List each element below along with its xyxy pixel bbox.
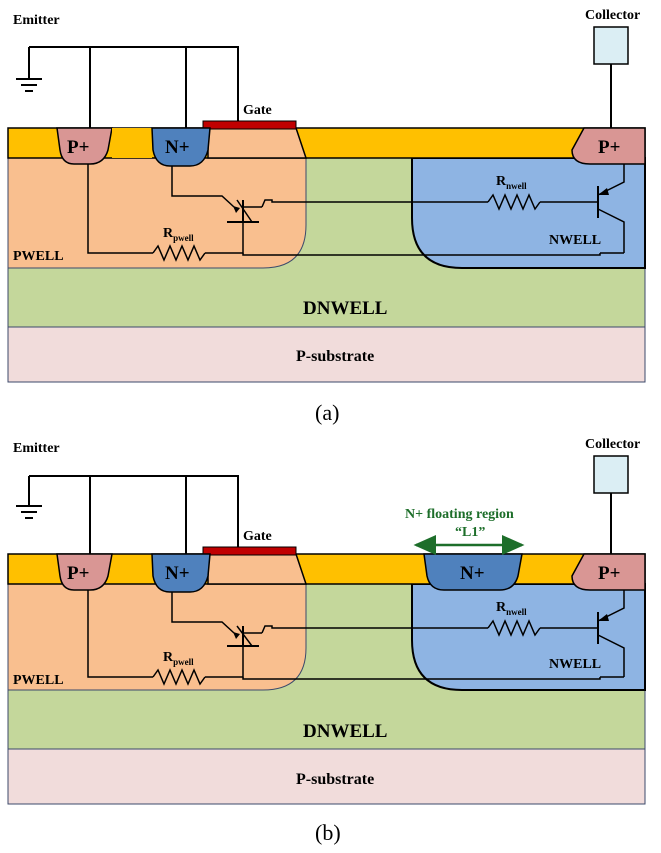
pnp-transistor-icon xyxy=(597,590,625,677)
emitter-wire xyxy=(29,475,239,547)
rnwell-label: Rnwell xyxy=(496,600,527,617)
psub-label: P-substrate xyxy=(296,771,374,788)
resistor-icon xyxy=(487,193,541,211)
ground-icon xyxy=(16,78,42,92)
p-substrate-region xyxy=(7,748,646,805)
floating-region-label: N+ floating region xyxy=(405,507,514,522)
pplus-left-region xyxy=(56,127,113,165)
pplus-left-label: P+ xyxy=(67,137,89,158)
caption-b: (b) xyxy=(315,820,341,845)
oxide-layer xyxy=(7,553,646,585)
rnwell-label: Rnwell xyxy=(496,174,527,191)
pplus-right-label: P+ xyxy=(598,563,620,584)
nplus-floating-region xyxy=(423,553,523,591)
npn-transistor-icon xyxy=(227,199,262,223)
pwell-contact-wire xyxy=(87,590,153,678)
npn-emitter-wire xyxy=(171,166,235,208)
pplus-right-label: P+ xyxy=(598,137,620,158)
resistor-icon xyxy=(487,619,541,637)
gate-label: Gate xyxy=(243,529,272,544)
nplus-region xyxy=(151,553,211,593)
nplus-label: N+ xyxy=(165,137,190,158)
nplus-label: N+ xyxy=(165,563,190,584)
pwell-label: PWELL xyxy=(13,249,64,264)
gate-oxide-region xyxy=(207,553,308,585)
nplus-floating-label: N+ xyxy=(460,563,485,584)
dnwell-label: DNWELL xyxy=(303,298,387,319)
gate-oxide-region xyxy=(207,127,308,159)
resistor-icon xyxy=(152,668,206,686)
nwell-label: NWELL xyxy=(549,657,601,672)
pwell-label: PWELL xyxy=(13,673,64,688)
nwell-region xyxy=(411,583,646,691)
rpwell-label: Rpwell xyxy=(163,226,194,243)
nwell-region xyxy=(411,157,646,269)
nwell-label: NWELL xyxy=(549,233,601,248)
diagram-b: Emitter Collector Gate P+ N+ N+ P+ N+ fl… xyxy=(7,437,646,845)
gate-electrode xyxy=(202,546,297,556)
ground-icon xyxy=(16,505,42,519)
caption-a: (a) xyxy=(315,400,339,425)
pnp-collector-wire xyxy=(242,677,601,680)
emitter-label: Emitter xyxy=(13,441,60,456)
pwell-contact-wire xyxy=(87,164,153,254)
collector-label: Collector xyxy=(585,437,640,452)
npn-collector-wire xyxy=(261,199,488,208)
pwell-region xyxy=(7,157,307,269)
emitter-label: Emitter xyxy=(13,13,60,28)
gate-electrode xyxy=(202,120,297,130)
psub-label: P-substrate xyxy=(296,348,374,365)
npn-emitter-wire xyxy=(171,592,235,634)
pplus-right-region xyxy=(571,553,646,591)
resistor-icon xyxy=(152,244,206,262)
collector-box xyxy=(593,26,629,65)
floating-region-name: “L1” xyxy=(455,525,485,540)
dnwell-label: DNWELL xyxy=(303,721,387,742)
pnp-transistor-icon xyxy=(597,164,625,253)
p-substrate-region xyxy=(7,326,646,383)
diagram-a: Emitter Collector Gate P+ N+ P+ PWELL NW… xyxy=(7,8,646,425)
pplus-left-label: P+ xyxy=(67,563,89,584)
pnp-collector-wire xyxy=(242,253,601,256)
gate-label: Gate xyxy=(243,103,272,118)
npn-transistor-icon xyxy=(227,625,262,647)
collector-label: Collector xyxy=(585,8,640,23)
emitter-wire xyxy=(29,46,239,121)
npn-collector-wire xyxy=(261,625,488,634)
sti-region xyxy=(112,128,152,158)
pplus-left-region xyxy=(56,553,113,591)
collector-box xyxy=(593,455,629,494)
rpwell-label: Rpwell xyxy=(163,650,194,667)
pplus-right-region xyxy=(571,127,646,165)
nplus-region xyxy=(151,127,211,167)
